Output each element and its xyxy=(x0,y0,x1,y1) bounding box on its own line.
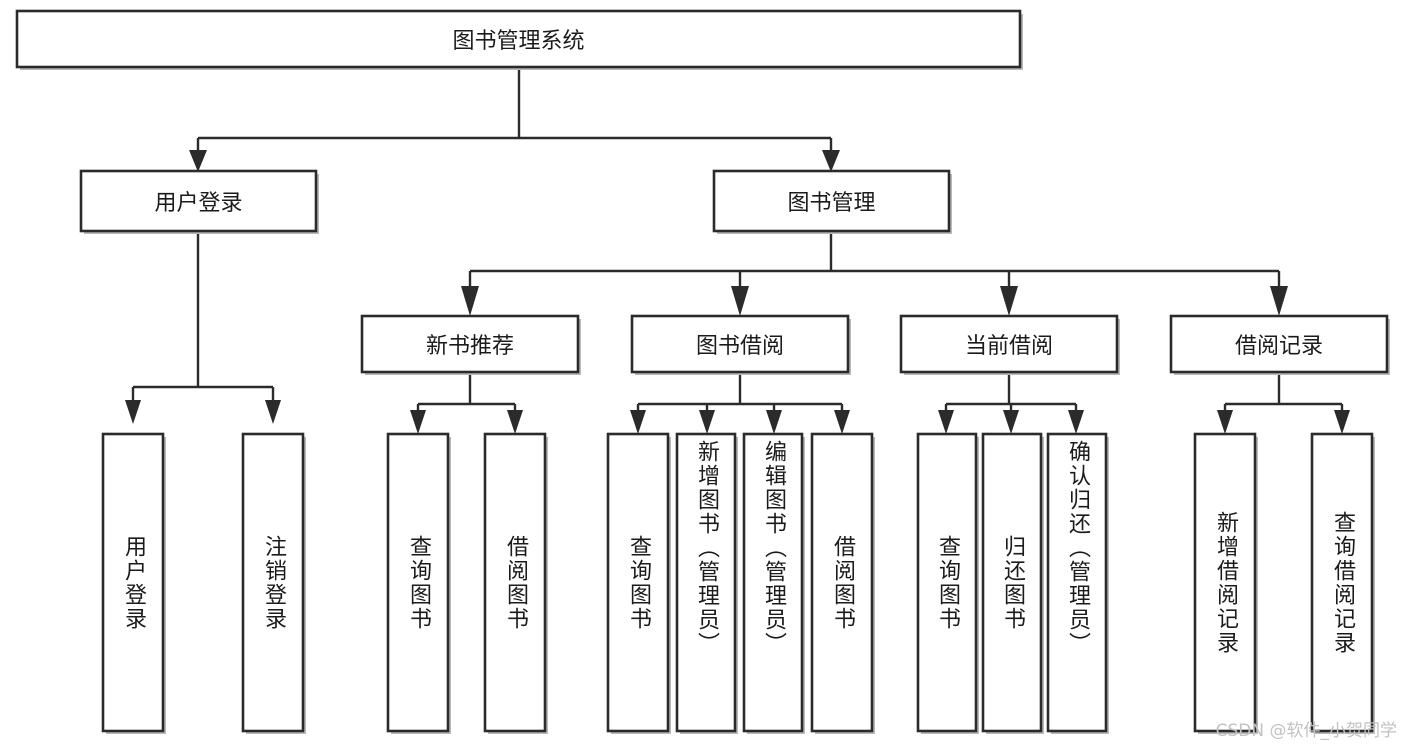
arrowhead-leaf-confirm-return xyxy=(1068,410,1084,434)
node-book-manage[interactable] xyxy=(712,169,951,233)
connectors xyxy=(125,68,1350,434)
node-leaf-add-record[interactable] xyxy=(1193,432,1257,733)
node-leaf-edit-book[interactable] xyxy=(742,432,804,733)
arrowhead-leaf-query-book-2 xyxy=(630,410,646,434)
arrowhead-leaf-add-book xyxy=(699,410,715,434)
node-borrow-record[interactable] xyxy=(1169,314,1389,374)
node-book-borrow[interactable] xyxy=(630,314,850,374)
node-leaf-borrow-book-1[interactable] xyxy=(483,432,547,733)
node-leaf-query-book-3[interactable] xyxy=(916,432,978,733)
arrowhead-new-book-rec xyxy=(461,286,479,316)
arrowhead-leaf-query-book-3 xyxy=(938,410,954,434)
node-leaf-user-login[interactable] xyxy=(101,432,165,733)
node-leaf-borrow-book-2[interactable] xyxy=(810,432,874,733)
arrowhead-leaf-user-login xyxy=(125,400,141,424)
node-leaf-add-book[interactable] xyxy=(675,432,737,733)
arrowhead-leaf-edit-book xyxy=(766,410,782,434)
arrowhead-leaf-borrow-book-1 xyxy=(507,410,523,434)
node-new-book-rec[interactable] xyxy=(360,314,580,374)
node-root[interactable] xyxy=(15,9,1022,69)
arrowhead-book-manage xyxy=(822,150,840,172)
arrowhead-current-borrow xyxy=(1000,286,1018,316)
node-leaf-return-book[interactable] xyxy=(981,432,1043,733)
arrowhead-leaf-query-record xyxy=(1334,410,1350,434)
node-leaf-query-record[interactable] xyxy=(1310,432,1374,733)
node-leaf-logout[interactable] xyxy=(241,432,305,733)
arrowhead-leaf-logout xyxy=(265,400,281,424)
nodes xyxy=(15,9,1390,734)
node-leaf-confirm-return[interactable] xyxy=(1046,432,1108,733)
arrowhead-leaf-borrow-book-2 xyxy=(834,410,850,434)
arrowhead-leaf-query-book-1 xyxy=(410,410,426,434)
node-leaf-query-book-1[interactable] xyxy=(386,432,450,733)
node-current-borrow[interactable] xyxy=(899,314,1119,374)
node-leaf-query-book-2[interactable] xyxy=(606,432,670,733)
arrowhead-leaf-add-record xyxy=(1217,410,1233,434)
arrowhead-borrow-record xyxy=(1270,286,1288,316)
node-user-login[interactable] xyxy=(79,169,318,233)
arrowhead-user-login xyxy=(189,150,207,172)
arrowhead-leaf-return-book xyxy=(1003,410,1019,434)
arrowhead-book-borrow xyxy=(731,286,749,316)
